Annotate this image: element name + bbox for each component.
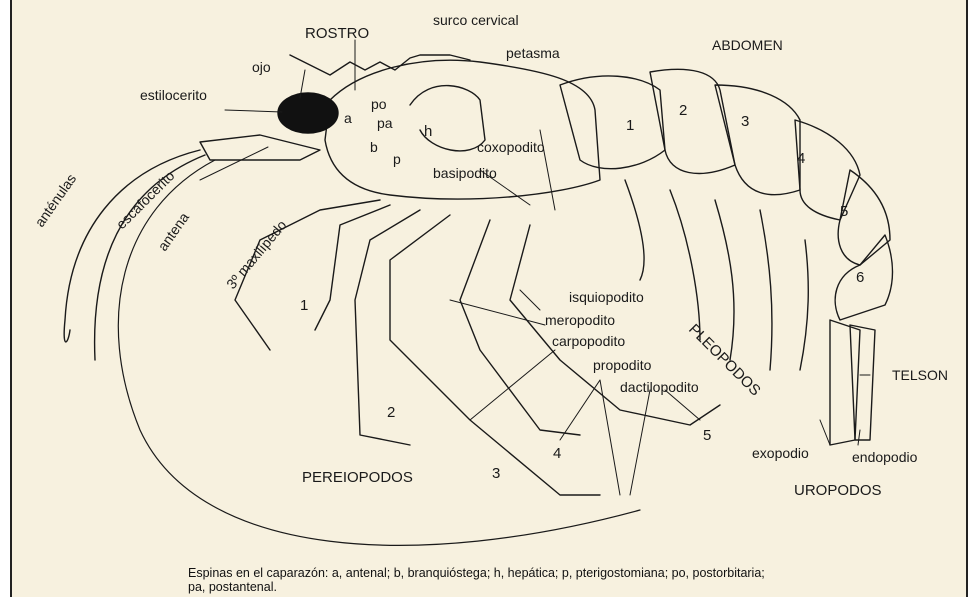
leg-1 (315, 205, 390, 330)
label-uropodos: UROPODOS (794, 482, 882, 499)
pleopod-1 (625, 180, 644, 280)
segment-number-3: 3 (741, 113, 749, 130)
pleopod-4 (760, 210, 772, 370)
label-pereiopodos: PEREIOPODOS (302, 469, 413, 486)
pleopod-2 (670, 190, 700, 340)
rostrum (290, 55, 470, 75)
label-maxilipedo: 3º maxilípedo (223, 217, 290, 292)
leg-3 (390, 215, 600, 495)
exopod-shape (830, 320, 860, 445)
label-propodito: propodito (593, 357, 652, 373)
label-ojo: ojo (252, 59, 271, 75)
leg-number-4: 4 (553, 445, 561, 462)
leg-number-3: 3 (492, 465, 500, 482)
label-antena: antena (154, 209, 192, 253)
segment-number-5: 5 (840, 203, 848, 220)
label-rostro: ROSTRO (305, 25, 369, 42)
scaphocerite (200, 135, 320, 160)
label-exopodio: exopodio (752, 445, 809, 461)
label-escafocerito: escafocerito (113, 167, 178, 232)
segment-number-6: 6 (856, 269, 864, 286)
eye-shape (278, 93, 338, 133)
leg-number-2: 2 (387, 404, 395, 421)
abdomen-segment-3 (715, 85, 800, 195)
label-endopodio: endopodio (852, 449, 918, 465)
cervical-groove (410, 86, 485, 151)
leg-number-5: 5 (703, 427, 711, 444)
label-pa: pa (377, 115, 393, 131)
label-po: po (371, 96, 387, 112)
segment-number-1: 1 (626, 117, 634, 134)
leg-number-1: 1 (300, 297, 308, 314)
maxilliped (235, 200, 380, 350)
label-dactilopodito: dactilopodito (620, 379, 699, 395)
pleopod-5 (800, 240, 808, 370)
endopod-shape (850, 325, 875, 440)
label-basipodito: basipodito (433, 165, 497, 181)
label-carpopodito: carpopodito (552, 333, 625, 349)
antenna-flagellum (118, 160, 640, 545)
segment-number-2: 2 (679, 102, 687, 119)
pleopod-3 (715, 200, 734, 360)
antennule-flagellum-1 (64, 150, 200, 342)
label-telson: TELSON (892, 367, 948, 383)
label-abdomen: ABDOMEN (712, 37, 783, 53)
label-h: h (424, 123, 432, 140)
label-p: p (393, 151, 401, 167)
caption-line-1: Espinas en el caparazón: a, antenal; b, … (188, 566, 948, 580)
label-meropodito: meropodito (545, 312, 615, 328)
label-petasma: petasma (506, 45, 560, 61)
label-estilocerito: estilocerito (140, 87, 207, 103)
caption-line-2: pa, postantenal. (188, 580, 948, 594)
label-b: b (370, 139, 378, 155)
segment-number-4: 4 (797, 150, 805, 167)
label-antenulas: anténulas (31, 171, 79, 230)
label-surco-cervical: surco cervical (433, 12, 519, 28)
abdomen-segment-1 (560, 76, 665, 169)
label-a: a (344, 110, 352, 126)
label-isquiopodito: isquiopodito (569, 289, 644, 305)
figure-caption: Espinas en el caparazón: a, antenal; b, … (188, 566, 948, 594)
label-coxopodito: coxopodito (477, 139, 545, 155)
